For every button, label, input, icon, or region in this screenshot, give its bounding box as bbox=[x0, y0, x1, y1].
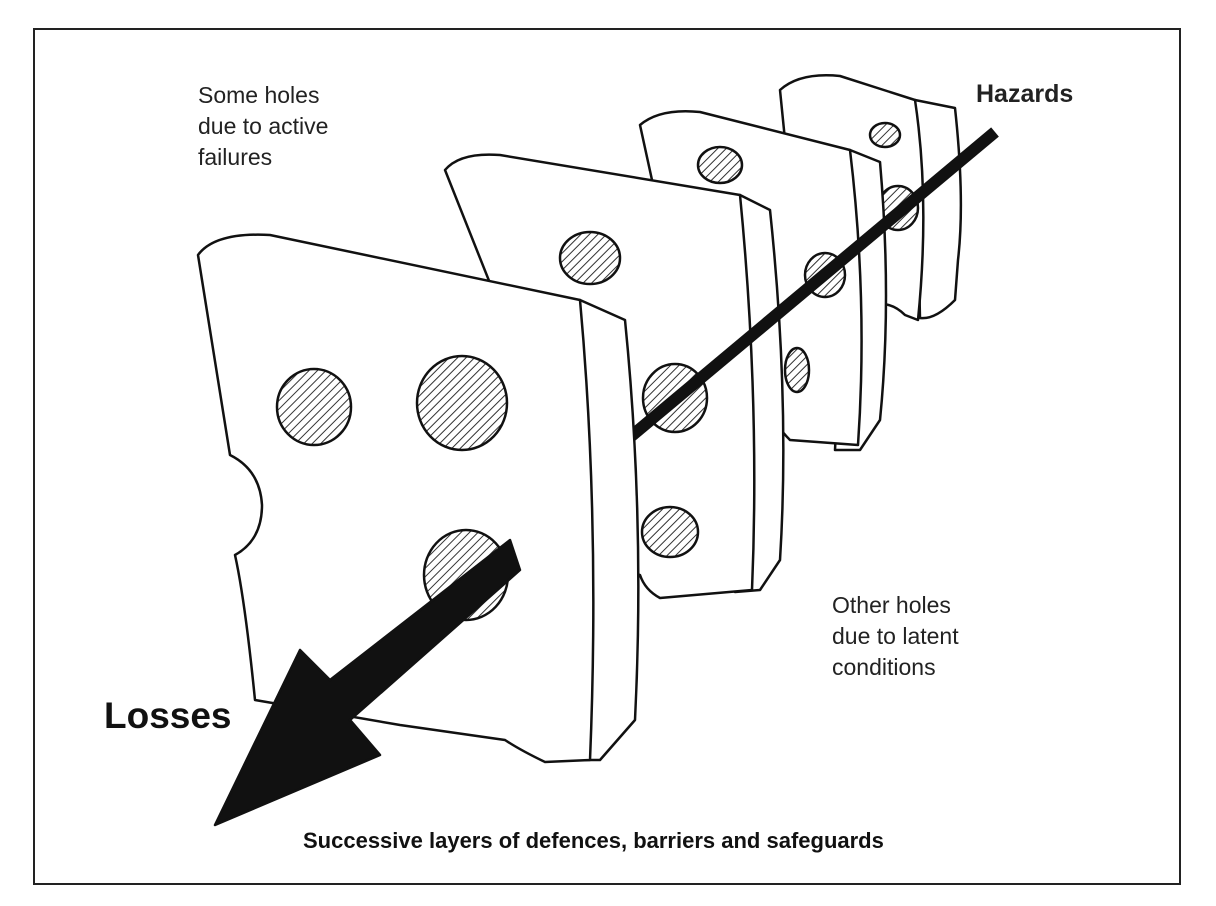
defence-layer-1 bbox=[196, 233, 640, 764]
hazard-trajectory-arrow-head bbox=[213, 538, 522, 827]
latent-conditions-label: Other holes due to latent conditions bbox=[832, 592, 959, 680]
active-failures-label: Some holes due to active failures bbox=[198, 82, 329, 170]
diagram-frame bbox=[33, 28, 1181, 885]
hazards-label: Hazards bbox=[976, 80, 1074, 108]
losses-label: Losses bbox=[104, 695, 232, 736]
diagram-caption: Successive layers of defences, barriers … bbox=[303, 828, 884, 853]
